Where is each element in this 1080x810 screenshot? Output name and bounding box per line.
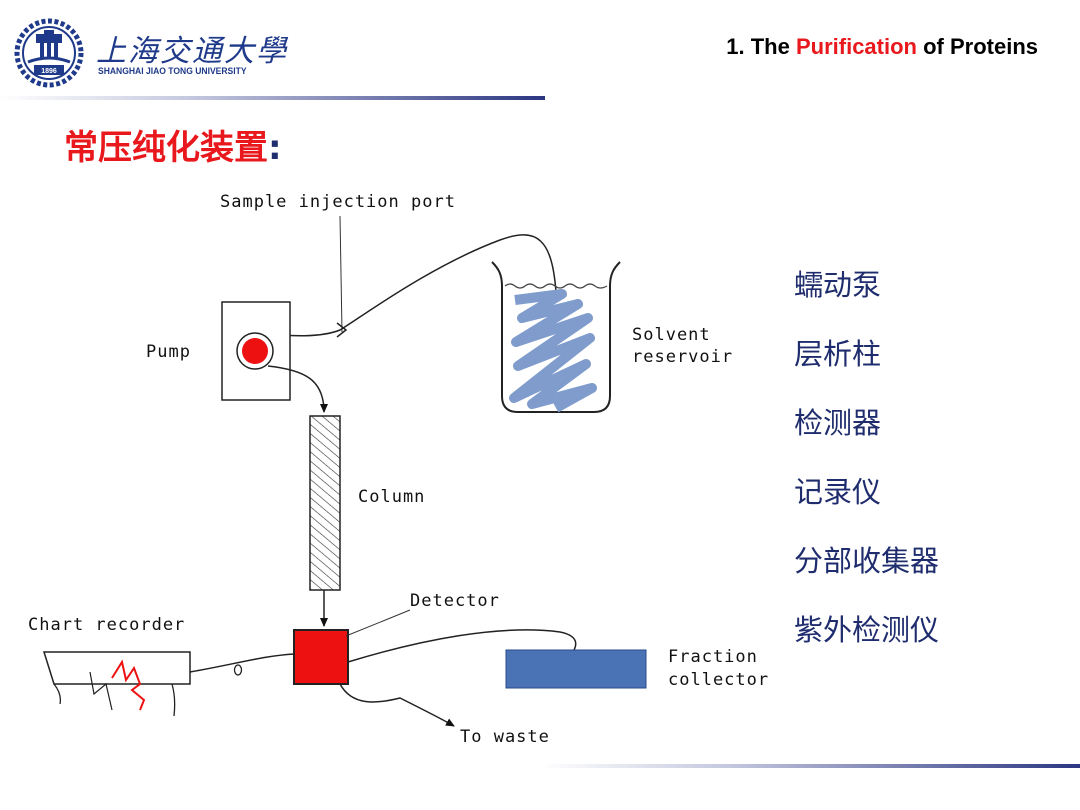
label-fraction: Fraction <box>668 647 758 667</box>
detector-pointer <box>345 609 411 637</box>
cable-connector <box>233 664 243 676</box>
label-reservoir: reservoir <box>632 347 733 367</box>
label-detector: Detector <box>410 591 500 611</box>
section-title-suffix: of Proteins <box>916 34 1038 59</box>
solvent-fill <box>509 289 597 413</box>
section-title-highlight: Purification <box>795 34 917 59</box>
footer-divider <box>540 764 1080 768</box>
parts-list: 蠕动泵 层析柱 检测器 记录仪 分部收集器 紫外检测仪 <box>794 262 1064 676</box>
parts-item-column: 层析柱 <box>794 337 882 371</box>
university-seal-icon: 1896 <box>14 18 84 88</box>
label-to-waste: To waste <box>460 727 550 747</box>
parts-item-recorder: 记录仪 <box>794 475 882 509</box>
injection-port-mark <box>336 322 348 338</box>
parts-item-detector: 检测器 <box>794 406 882 440</box>
university-logo: 1896 上海交通大學 SHANGHAI JIAO TONG UNIVERSIT… <box>14 18 286 88</box>
slide-heading-colon: : <box>268 128 282 168</box>
header-divider <box>0 96 545 100</box>
chart-recorder-paper <box>53 683 176 717</box>
tube-pump-to-column <box>267 365 328 413</box>
chart-trace-red <box>111 659 146 711</box>
fraction-collector <box>505 649 647 689</box>
university-name-cn: 上海交通大學 <box>96 34 288 69</box>
label-pump: Pump <box>146 342 191 362</box>
label-chart-recorder: Chart recorder <box>28 615 185 635</box>
tube-reservoir-to-pump <box>267 234 557 337</box>
parts-item-uv-detector: 紫外检测仪 <box>794 613 940 647</box>
pump-housing <box>221 301 291 401</box>
parts-item-peristaltic-pump: 蠕动泵 <box>794 268 882 302</box>
injection-port-pointer <box>339 215 343 333</box>
slide-heading: 常压纯化装置: <box>64 120 282 169</box>
label-collector: collector <box>668 670 769 690</box>
parts-item-fraction-collector: 分部收集器 <box>794 544 940 578</box>
label-solvent: Solvent <box>632 325 711 345</box>
label-sample-injection-port: Sample injection port <box>220 192 456 212</box>
svg-text:1896: 1896 <box>41 68 57 75</box>
section-title-prefix: 1. The <box>726 34 796 59</box>
pump-rotor <box>242 338 268 364</box>
label-column: Column <box>358 487 425 507</box>
section-title: 1. The Purification of Proteins <box>726 34 1038 60</box>
tube-to-waste <box>339 683 455 727</box>
tube-detector-to-collector <box>347 629 577 663</box>
purification-apparatus-diagram: Sample injection port Pump Solvent reser… <box>28 192 769 747</box>
chart-recorder-body <box>42 651 191 685</box>
solvent-surface <box>504 283 608 289</box>
university-name-en: SHANGHAI JIAO TONG UNIVERSITY <box>98 66 247 76</box>
chart-trace-black <box>89 671 113 711</box>
detector <box>293 629 349 685</box>
chromatography-column <box>309 415 341 591</box>
slide-heading-text: 常压纯化装置 <box>64 128 268 168</box>
solvent-reservoir <box>491 261 621 413</box>
cable-detector-to-recorder <box>189 653 295 673</box>
